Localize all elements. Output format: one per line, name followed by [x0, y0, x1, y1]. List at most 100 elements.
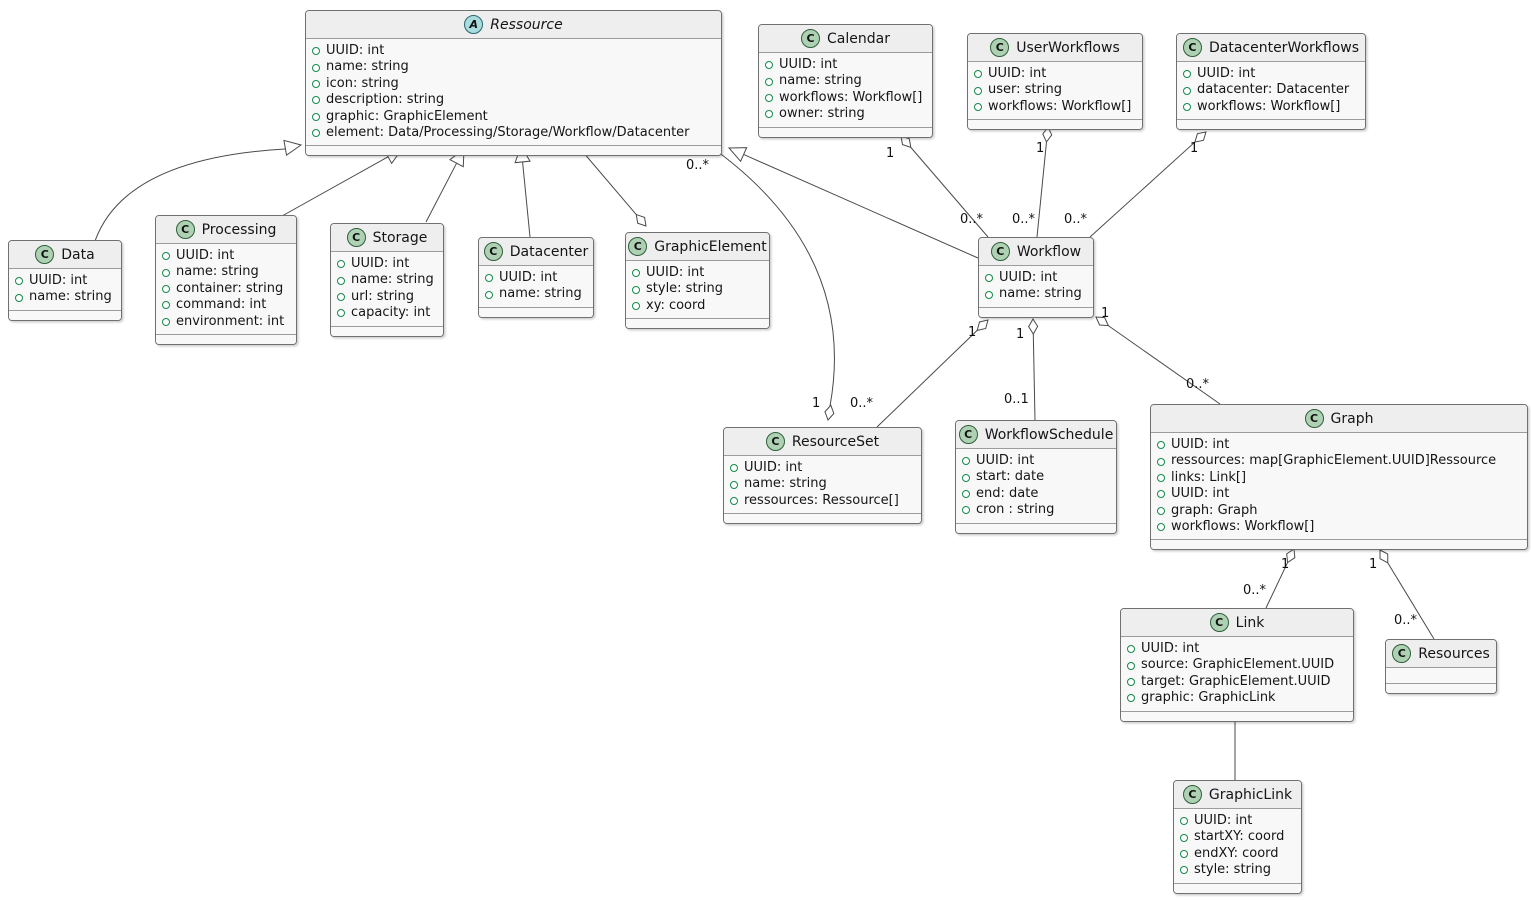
methods-compartment — [956, 522, 1116, 533]
attribute-row: owner: string — [765, 106, 925, 122]
attribute-row: UUID: int — [632, 265, 762, 281]
attribute-row: url: string — [337, 289, 436, 305]
attribute-text: target: GraphicElement.UUID — [1141, 673, 1331, 689]
attribute-row: target: GraphicElement.UUID — [1127, 674, 1346, 690]
aggregation-line — [1387, 562, 1435, 640]
attribute-row: UUID: int — [485, 270, 586, 286]
class-header: C ResourceSet — [724, 428, 921, 456]
class-header: C GraphicLink — [1174, 781, 1301, 809]
attribute-text: workflows: Workflow[] — [1171, 519, 1315, 535]
attribute-row: name: string — [485, 286, 586, 302]
attribute-text: icon: string — [326, 75, 399, 91]
inheritance-line — [94, 148, 286, 242]
class-resources: C Resources — [1385, 639, 1497, 694]
attribute-row: UUID: int — [1127, 641, 1346, 657]
generalization-arrowhead — [283, 139, 303, 157]
field-visibility-icon — [1183, 86, 1191, 95]
field-visibility-icon — [1127, 694, 1135, 703]
attribute-row: UUID: int — [337, 256, 436, 272]
field-visibility-icon — [485, 290, 493, 299]
attribute-row: style: string — [1180, 862, 1294, 878]
generalization-arrowhead — [727, 147, 748, 163]
attribute-text: UUID: int — [744, 460, 803, 475]
field-visibility-icon — [1127, 661, 1135, 670]
methods-compartment — [1174, 882, 1301, 893]
multiplicity-label: 1 — [1036, 141, 1045, 156]
class-icon: C — [765, 432, 785, 451]
attribute-row: ressources: map[GraphicElement.UUID]Ress… — [1157, 453, 1520, 469]
class-icon: C — [483, 242, 503, 261]
attribute-row: style: string — [632, 281, 762, 297]
multiplicity-label: 0..* — [1012, 212, 1036, 227]
attribute-row: start: date — [962, 469, 1109, 485]
field-visibility-icon — [337, 276, 345, 285]
field-visibility-icon — [765, 94, 773, 103]
field-visibility-icon — [962, 457, 970, 466]
methods-compartment — [759, 126, 932, 137]
field-visibility-icon — [337, 293, 345, 302]
attribute-text: startXY: coord — [1194, 829, 1285, 845]
attribute-row: UUID: int — [162, 248, 289, 264]
class-header: C Data — [9, 241, 121, 269]
aggregation-diamond — [900, 135, 912, 149]
multiplicity-label: 1 — [812, 396, 821, 411]
field-visibility-icon — [337, 260, 345, 269]
field-visibility-icon — [1157, 490, 1165, 499]
attribute-row: name: string — [730, 476, 914, 492]
field-visibility-icon — [962, 490, 970, 499]
attribute-text: user: string — [988, 82, 1062, 98]
multiplicity-label: 1 — [1190, 141, 1199, 156]
field-visibility-icon — [312, 63, 320, 72]
attribute-text: UUID: int — [351, 256, 410, 271]
attribute-row: user: string — [974, 82, 1135, 98]
attribute-text: description: string — [326, 92, 445, 108]
methods-compartment — [331, 325, 443, 336]
class-title: Processing — [201, 221, 277, 238]
field-visibility-icon — [15, 293, 23, 302]
attribute-text: UUID: int — [646, 265, 705, 280]
methods-compartment — [306, 145, 721, 156]
attribute-text: datacenter: Datacenter — [1197, 82, 1350, 98]
field-visibility-icon — [312, 47, 320, 56]
inheritance-line — [743, 154, 979, 259]
field-visibility-icon — [162, 285, 170, 294]
aggregation-diamond — [1286, 548, 1296, 564]
attribute-row: end: date — [962, 486, 1109, 502]
field-visibility-icon — [632, 269, 640, 278]
attribute-text: UUID: int — [1171, 486, 1230, 502]
attribute-text: workflows: Workflow[] — [779, 89, 923, 105]
aggregation-line — [1032, 333, 1036, 421]
class-header: C Workflow — [979, 238, 1093, 266]
attribute-row: UUID: int — [1183, 66, 1358, 82]
field-visibility-icon — [765, 61, 773, 70]
attribute-text: end: date — [976, 485, 1039, 501]
attribute-row: description: string — [312, 92, 714, 108]
methods-compartment — [1386, 683, 1496, 693]
attribute-text: style: string — [646, 281, 724, 297]
attribute-text: source: GraphicElement.UUID — [1141, 657, 1335, 673]
attribute-row: UUID: int — [974, 66, 1135, 82]
class-icon: C — [1182, 785, 1202, 804]
aggregation-line — [876, 330, 978, 428]
class-header: C Resources — [1386, 640, 1496, 668]
class-title: Ressource — [490, 16, 563, 33]
field-visibility-icon — [162, 268, 170, 277]
attribute-row: startXY: coord — [1180, 829, 1294, 845]
attribute-text: graphic: GraphicElement — [326, 108, 488, 124]
field-visibility-icon — [162, 252, 170, 261]
class-header: C Calendar — [759, 25, 932, 53]
field-visibility-icon — [974, 103, 982, 112]
aggregation-diamond — [824, 404, 835, 421]
field-visibility-icon — [1157, 474, 1165, 483]
attribute-row: UUID: int — [1157, 437, 1520, 453]
class-title: DatacenterWorkflows — [1208, 39, 1360, 56]
field-visibility-icon — [312, 96, 320, 105]
aggregation-diamond — [1042, 126, 1053, 143]
multiplicity-label: 1 — [1016, 327, 1025, 342]
field-visibility-icon — [765, 77, 773, 86]
attribute-row: workflows: Workflow[] — [1183, 99, 1358, 115]
